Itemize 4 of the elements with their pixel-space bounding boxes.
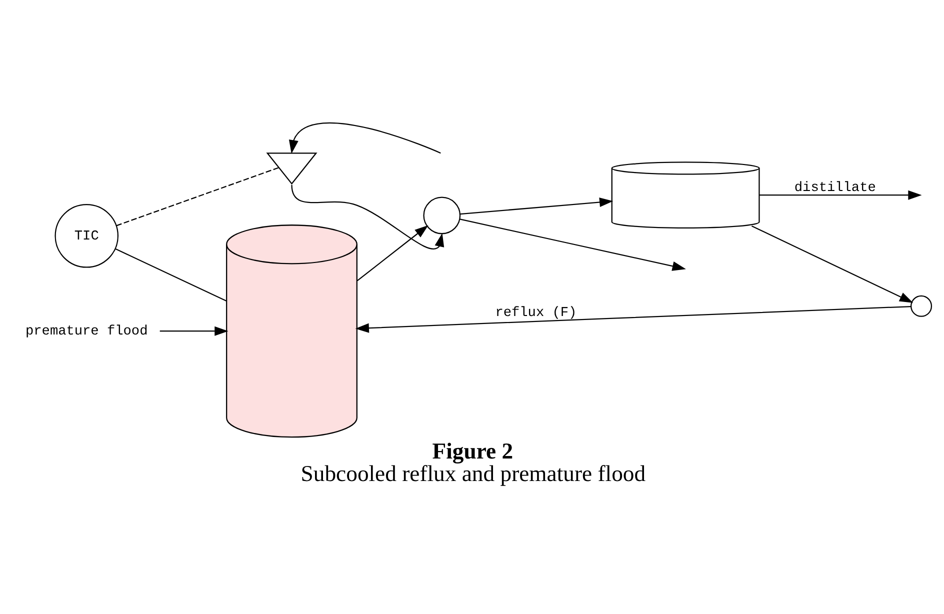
edge-label: distillate xyxy=(794,181,876,196)
diagram-title: Figure 2 xyxy=(432,438,513,464)
node-text: premature flood xyxy=(25,324,148,340)
edge-label: reflux (F) xyxy=(494,306,576,321)
